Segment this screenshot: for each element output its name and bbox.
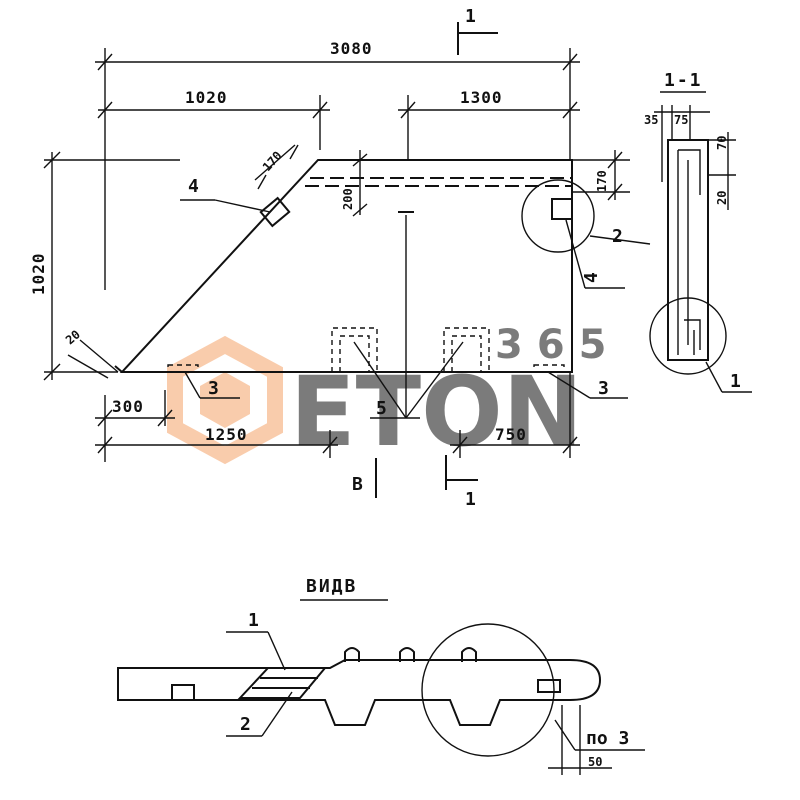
view-note: по 3 — [586, 728, 629, 749]
lifting-loop-right-inner — [451, 335, 482, 372]
dim-slope-offset: 170 — [260, 149, 285, 174]
callouts: 4 2 4 3 5 3 — [180, 176, 651, 419]
view-dim: 50 — [588, 755, 602, 769]
view-loop-mid — [399, 647, 415, 662]
callout-2-view: 2 — [240, 714, 251, 735]
detail-circle-view — [421, 623, 555, 757]
dim-section-a: 35 — [644, 113, 658, 127]
detail-circle-right — [521, 179, 595, 253]
dim-bottom-left: 300 — [112, 397, 144, 416]
view-hatch — [237, 667, 328, 699]
section-rebar-2 — [684, 319, 701, 355]
section-1-1: 1-1 35 75 70 20 1 — [644, 70, 752, 393]
watermark: ETON 365 — [167, 322, 621, 468]
dim-top-right-length: 1300 — [460, 88, 503, 107]
lifting-loop-left — [331, 327, 378, 372]
detail-circle-section — [649, 297, 727, 375]
callout-2-right: 2 — [612, 226, 623, 247]
view-mark-b: В — [352, 474, 363, 495]
dim-section-b: 75 — [674, 113, 688, 127]
view-loop-right — [461, 647, 477, 662]
callout-5: 5 — [376, 398, 387, 419]
section-body — [667, 139, 709, 361]
callout-3-right: 3 — [598, 378, 609, 399]
view-body — [117, 659, 602, 726]
dim-bottom-mid: 1250 — [205, 425, 248, 444]
section-title: 1-1 — [664, 70, 703, 91]
dim-overall-length: 3080 — [330, 39, 373, 58]
watermark-logo-inner — [200, 372, 250, 428]
dim-height: 1020 — [29, 252, 48, 295]
view-title: ВИДВ — [306, 576, 357, 597]
section-markers: 1 1 В — [352, 6, 498, 510]
section-rebar — [677, 149, 701, 355]
lifting-loop-left-inner — [339, 335, 370, 372]
embedded-part-right — [551, 198, 573, 220]
view-anchor-left — [171, 684, 195, 701]
view-b: ВИДВ 1 2 по 3 50 — [117, 576, 645, 775]
callout-4-right: 4 — [581, 272, 602, 283]
dim-bottom-right: 750 — [495, 425, 527, 444]
section-mark-bottom: 1 — [465, 489, 476, 510]
dim-inner-offset: 200 — [341, 188, 355, 210]
view-loop-left — [344, 647, 360, 662]
watermark-number: 365 — [495, 322, 621, 368]
callout-1-view: 1 — [248, 610, 259, 631]
dim-bevel: 20 — [63, 327, 83, 347]
lifting-loop-right — [443, 327, 490, 372]
dim-section-d: 20 — [715, 191, 729, 205]
callout-3-left: 3 — [208, 378, 219, 399]
view-anchor-right — [537, 679, 561, 693]
callout-4-left: 4 — [188, 176, 199, 197]
callout-1-section: 1 — [730, 371, 741, 392]
embedded-part-left — [259, 196, 291, 228]
watermark-brand: ETON — [290, 356, 583, 468]
section-mark-top: 1 — [465, 6, 476, 27]
dim-section-c: 70 — [715, 136, 729, 150]
dim-top-left-length: 1020 — [185, 88, 228, 107]
dim-right-notch: 170 — [595, 170, 609, 192]
panel-bevel — [114, 365, 123, 373]
